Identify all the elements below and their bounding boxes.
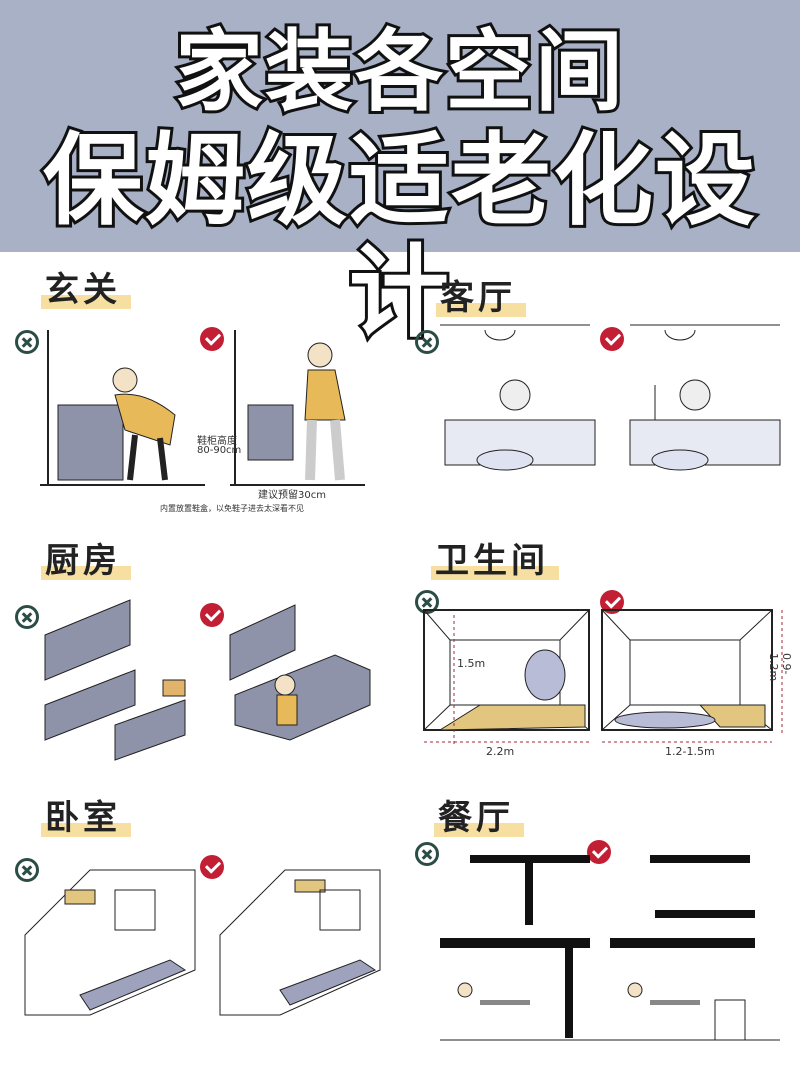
width-dimension-bad: 2.2m	[486, 745, 515, 758]
kitchen-illustration	[44, 599, 371, 761]
check-circle-icon	[200, 327, 224, 351]
check-circle-icon	[200, 855, 224, 879]
section-title-dining-room: 餐厅	[434, 790, 524, 839]
section-title-bedroom: 卧室	[41, 790, 131, 839]
height-label: 鞋柜高度	[197, 436, 237, 447]
section-title-entrance: 玄关	[41, 262, 131, 311]
section-title-kitchen: 厨房	[41, 533, 131, 582]
section-title-bathroom: 卫生间	[431, 533, 559, 582]
entrance-illustration	[40, 330, 365, 486]
cross-circle-icon	[15, 605, 39, 629]
check-circle-icon	[600, 327, 624, 351]
tip-note: 内置放置鞋盒，以免鞋子进去太深看不见	[160, 504, 304, 513]
bedroom-illustration	[24, 869, 381, 1016]
cross-circle-icon	[415, 842, 439, 866]
title-line-1: 家装各空间	[172, 19, 626, 125]
height-value: 80-90cm	[197, 445, 242, 456]
cross-circle-icon	[15, 330, 39, 354]
width-dimension-good: 1.2-1.5m	[665, 745, 715, 758]
cross-circle-icon	[15, 858, 39, 882]
check-circle-icon	[587, 840, 611, 864]
reserve-note: 建议预留30cm	[258, 490, 326, 501]
cross-circle-icon	[415, 590, 439, 614]
title-line-2: 保姆级适老化设计	[40, 122, 758, 352]
bathroom-illustration	[423, 609, 783, 745]
header-banner: 家装各空间 保姆级适老化设计	[0, 0, 800, 352]
dining-room-illustration	[440, 855, 780, 1041]
section-title-living-room: 客厅	[436, 270, 526, 319]
living-room-illustration	[440, 324, 781, 471]
depth-dimension-good: 0.9-1.2m	[767, 653, 793, 682]
height-dimension: 1.5m	[457, 657, 486, 670]
cross-circle-icon	[415, 330, 439, 354]
check-circle-icon	[200, 603, 224, 627]
